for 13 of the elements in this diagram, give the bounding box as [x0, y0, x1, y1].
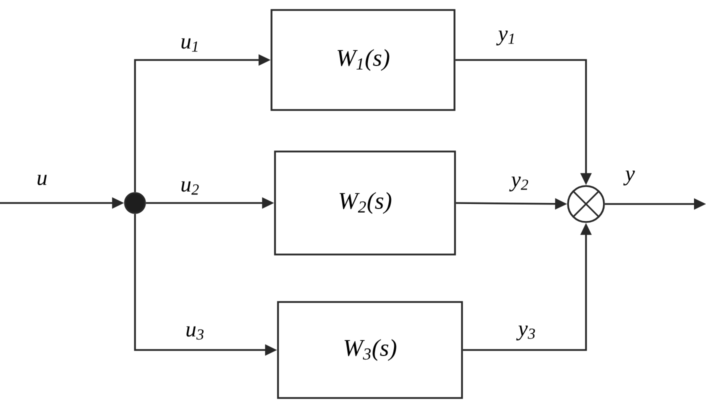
- summing-junction: [567, 185, 605, 223]
- edge-label: y$_{1}$: [496, 30, 514, 46]
- edge-label: u$_{3}$: [186, 326, 204, 340]
- edge-label: y: [623, 170, 635, 186]
- branch-point: [124, 192, 146, 214]
- block-box: W$_{2}$(s): [274, 150, 456, 256]
- block-box: W$_{3}$(s): [277, 301, 463, 399]
- edge-label: u: [38, 174, 47, 186]
- edge-label: y$_{3}$: [516, 326, 535, 340]
- edge-label: u$_{2}$: [182, 181, 199, 195]
- edge-label: y$_{2}$: [509, 176, 528, 192]
- block-box: W$_{1}$(s): [270, 9, 456, 111]
- edge-label: u$_{1}$: [182, 38, 198, 52]
